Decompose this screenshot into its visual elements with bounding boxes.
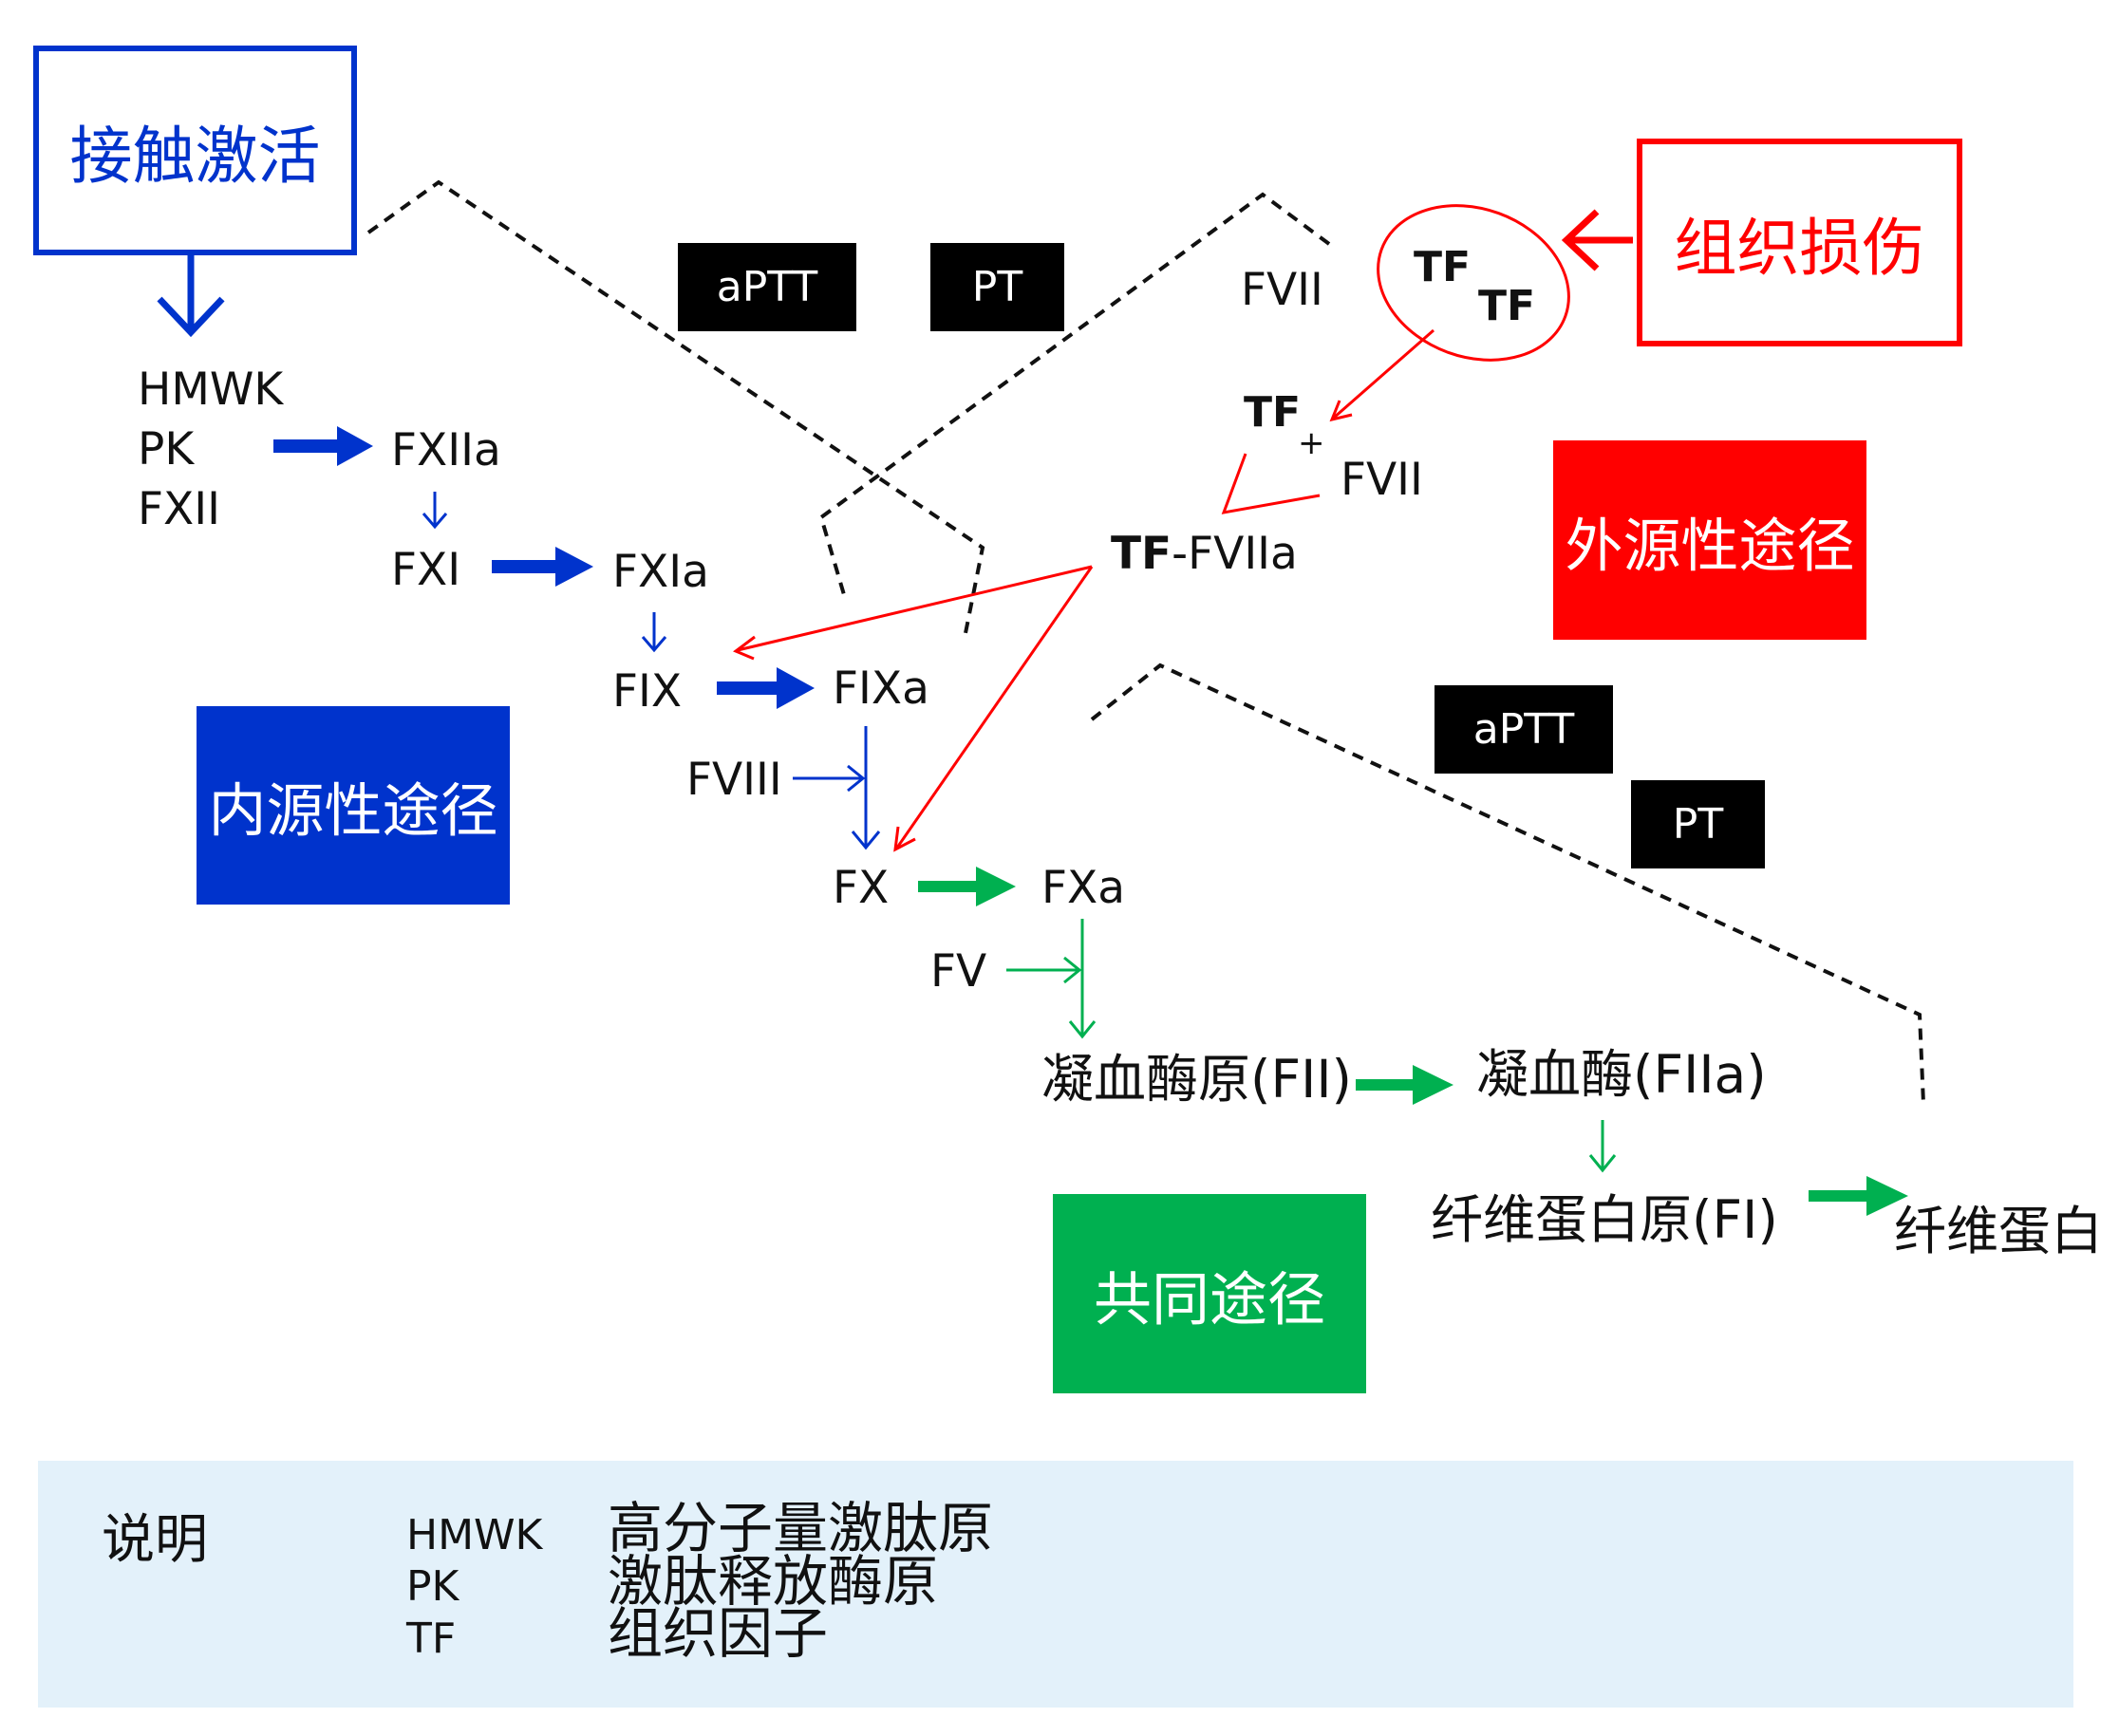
aptt-badge-top-label: aPTT <box>716 263 818 311</box>
fx-label: FX <box>833 862 890 914</box>
contact-activation-label: 接触激活 <box>69 119 321 193</box>
common-pathway-box: 共同途径 <box>1053 1194 1366 1393</box>
tffviia-to-fix-arrow <box>737 565 1093 652</box>
hmwk-label: HMWK <box>138 364 284 416</box>
legend-panel: 说明 HMWK 高分子量激肽原 PK 激肽释放酶原 TF 组织因子 <box>38 1461 2073 1708</box>
fvii-top-label: FVII <box>1241 264 1323 316</box>
tf-label-2: TF <box>1478 282 1536 330</box>
legend-abbr-hmwk: HMWK <box>406 1511 543 1559</box>
legend-abbr-pk: PK <box>406 1562 459 1611</box>
common-pathway-label: 共同途径 <box>1093 1265 1325 1334</box>
tf-fviia-label: TF-FVIIa <box>1111 532 1298 576</box>
extrinsic-pathway-label: 外源性途径 <box>1565 512 1855 580</box>
tf-label-4: TF <box>1111 528 1172 580</box>
fibrinogen-label: 纤维蛋白原(FI) <box>1431 1189 1778 1250</box>
pt-badge-top: PT <box>930 243 1064 331</box>
tf-label-1: TF <box>1414 243 1472 291</box>
tf-label-3: TF <box>1244 388 1302 437</box>
fxi-label: FXI <box>391 544 461 596</box>
fxii-label: FXII <box>138 483 220 535</box>
prothrombin-label: 凝血酶原(FII) <box>1041 1049 1352 1110</box>
legend-title: 说明 <box>102 1509 208 1571</box>
tf-fvii-bracket <box>1221 453 1321 514</box>
tissue-injury-label: 组织损伤 <box>1674 211 1925 285</box>
fixa-label: FIXa <box>833 663 929 715</box>
fix-label: FIX <box>612 665 683 718</box>
fviia-label: -FVIIa <box>1172 528 1298 580</box>
common-boundary-line <box>1090 663 1925 1105</box>
extrinsic-pathway-box: 外源性途径 <box>1553 440 1866 640</box>
fvii-mid-label: FVII <box>1341 454 1423 506</box>
fxa-label: FXa <box>1041 862 1126 914</box>
intrinsic-pathway-box: 内源性途径 <box>197 706 510 905</box>
intrinsic-pathway-label: 内源性途径 <box>208 777 498 845</box>
tf-ellipse <box>1377 204 1570 362</box>
tissue-injury-box: 组织损伤 <box>1637 139 1962 346</box>
fxia-label: FXIa <box>612 546 709 598</box>
fviii-label: FVIII <box>686 754 782 806</box>
fxiia-label: FXIIa <box>391 424 501 476</box>
pt-badge-top-label: PT <box>971 263 1023 311</box>
pt-badge-right-label: PT <box>1672 800 1724 849</box>
legend-abbr-tf: TF <box>406 1615 457 1663</box>
legend-desc-tf: 组织因子 <box>608 1601 829 1666</box>
pk-label: PK <box>138 423 195 476</box>
aptt-boundary-line <box>366 179 985 634</box>
pt-badge-right: PT <box>1631 780 1765 868</box>
aptt-badge-right: aPTT <box>1435 685 1613 774</box>
thrombin-label: 凝血酶(FIIa) <box>1476 1044 1767 1105</box>
aptt-badge-right-label: aPTT <box>1472 705 1575 754</box>
tffviia-to-fx-arrow <box>895 566 1094 849</box>
fibrin-label: 纤维蛋白 <box>1894 1201 2104 1261</box>
legend-desc-hmwk: 高分子量激肽原 <box>608 1496 994 1560</box>
aptt-badge-top: aPTT <box>678 243 856 331</box>
contact-activation-box: 接触激活 <box>33 46 357 255</box>
pt-boundary-line <box>818 192 1331 599</box>
fv-label: FV <box>930 945 987 998</box>
tf-to-complex-arrow <box>1333 328 1435 420</box>
plus-sign: + <box>1298 424 1325 462</box>
legend-desc-pk: 激肽释放酶原 <box>608 1549 939 1614</box>
